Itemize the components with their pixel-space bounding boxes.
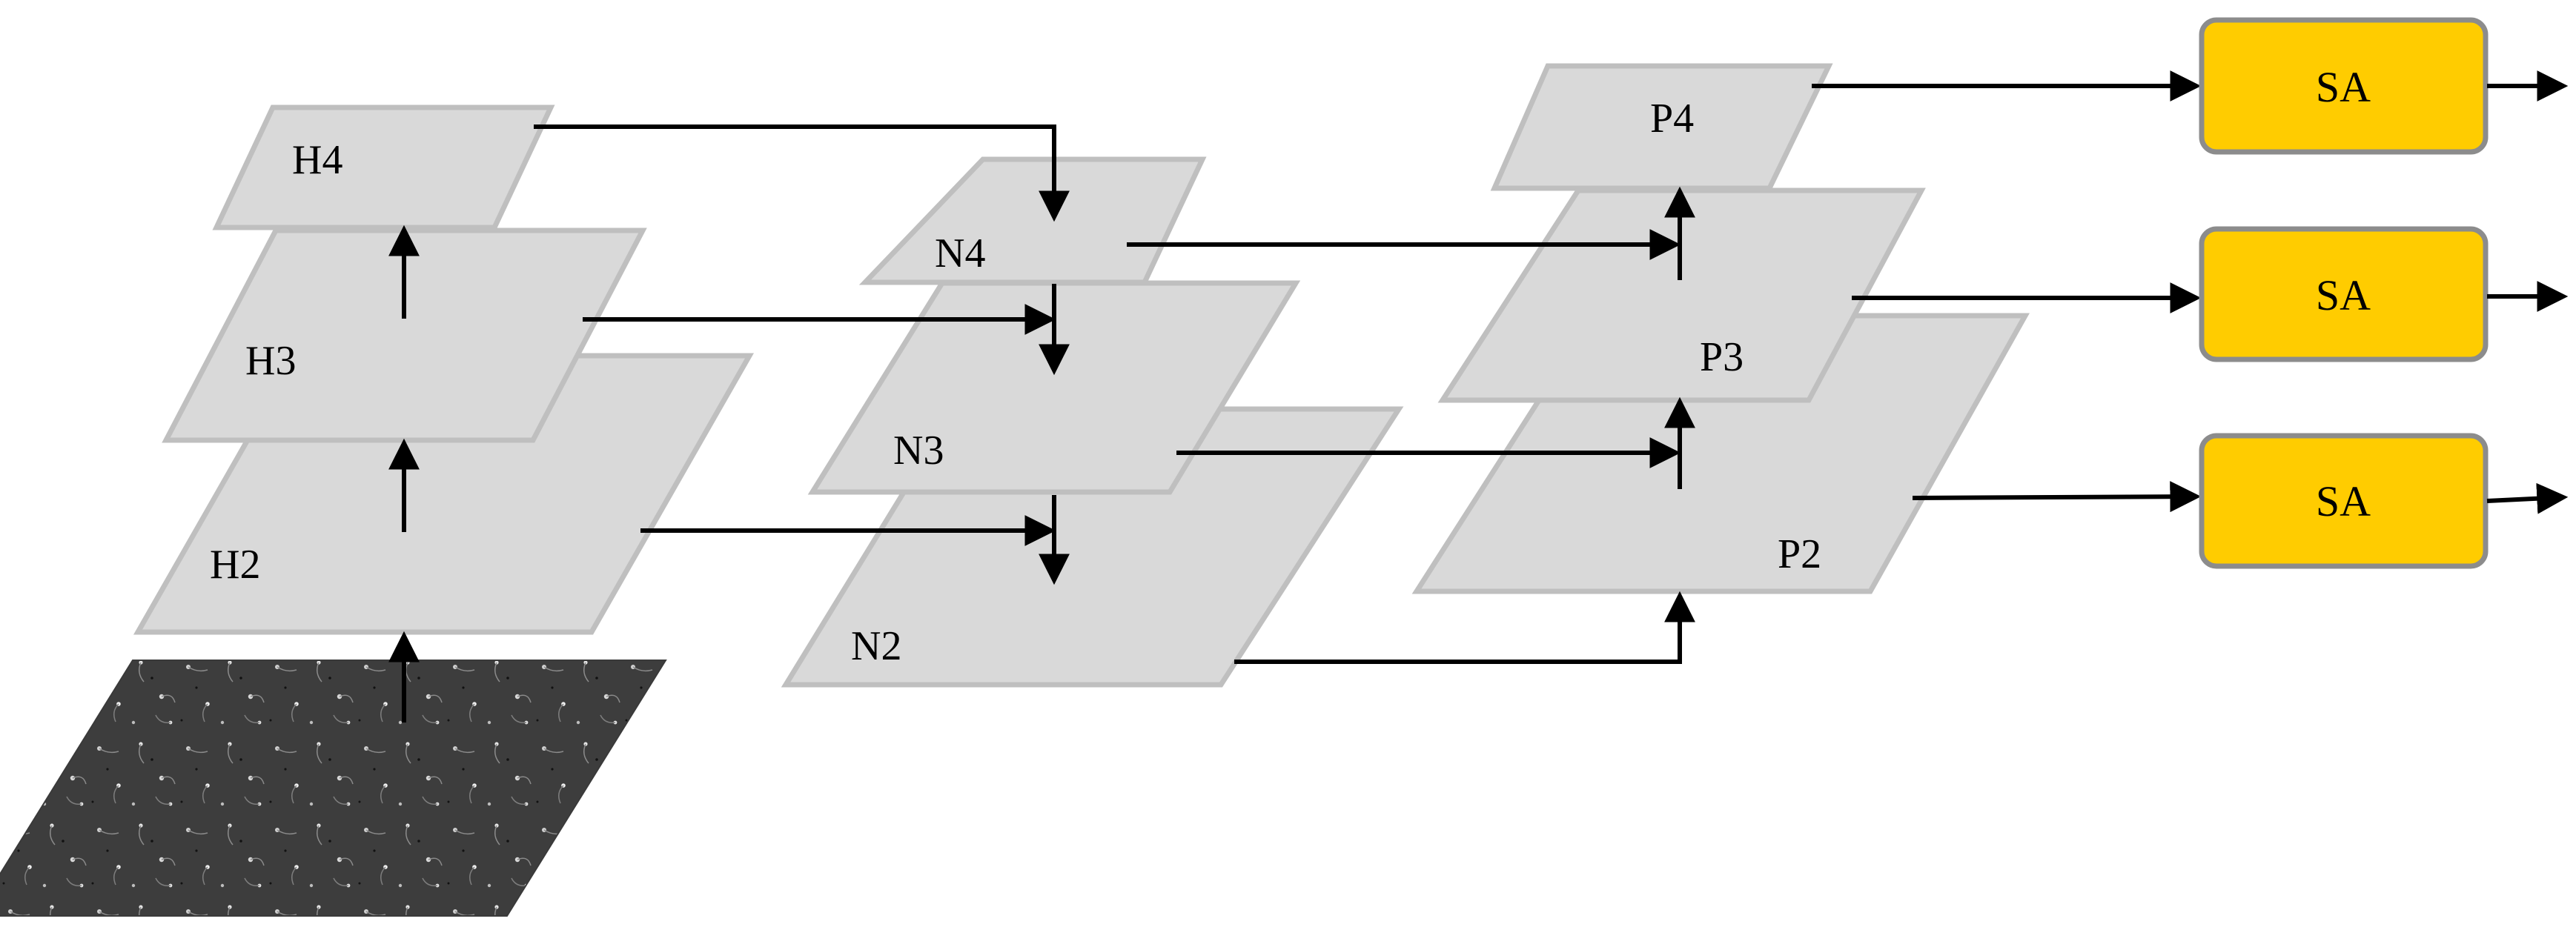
label-p4: P4 xyxy=(1650,96,1694,142)
label-n4: N4 xyxy=(935,230,985,276)
arrow-n2-to-p2 xyxy=(1234,591,1695,664)
sa-label-3: SA xyxy=(2316,477,2371,525)
label-n3: N3 xyxy=(893,428,944,474)
sa-label-2: SA xyxy=(2316,271,2371,319)
label-h2: H2 xyxy=(210,542,260,588)
label-p3: P3 xyxy=(1700,334,1744,380)
label-n2: N2 xyxy=(851,623,901,669)
plane-n3 xyxy=(807,280,1301,495)
sa-module-1 xyxy=(2199,17,2489,155)
plane-n4 xyxy=(858,156,1207,285)
arrow-p2-to-sa3 xyxy=(1912,481,2202,513)
plane-p4 xyxy=(1490,63,1833,191)
plane-h4 xyxy=(212,104,555,230)
sa-label-1: SA xyxy=(2316,63,2371,111)
label-h4: H4 xyxy=(292,137,342,183)
sa-module-3 xyxy=(2199,433,2489,569)
plane-h3 xyxy=(162,227,647,443)
arrow-sa3-output xyxy=(2486,482,2569,514)
label-h3: H3 xyxy=(245,338,296,384)
sa-module-2 xyxy=(2199,226,2489,362)
label-p2: P2 xyxy=(1778,531,1821,577)
arrow-h4-to-n4 xyxy=(534,124,1070,222)
input-image xyxy=(0,660,667,917)
